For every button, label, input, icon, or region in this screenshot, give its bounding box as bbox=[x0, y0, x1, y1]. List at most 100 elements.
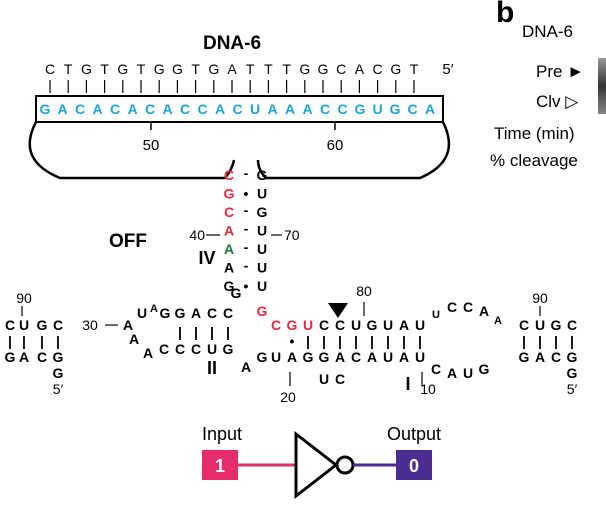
number-20: 20 bbox=[280, 389, 296, 405]
rna-nt-15: A bbox=[302, 101, 312, 117]
nt-c16: G bbox=[231, 285, 242, 301]
dna-nt-12: T bbox=[264, 61, 273, 77]
rna-nt-20: G bbox=[390, 101, 401, 117]
time-label: Time (min) bbox=[494, 124, 575, 143]
dna-nt-10: A bbox=[227, 61, 237, 77]
logic-gate: Input Output 1 0 bbox=[202, 424, 441, 500]
nt-c34: G bbox=[257, 349, 268, 365]
nt-c17: A bbox=[241, 359, 251, 375]
panel-b-title: DNA-6 bbox=[522, 22, 574, 41]
rna-nt-22: A bbox=[425, 101, 435, 117]
stem-iv-pair-6: • bbox=[244, 278, 249, 294]
nt-c20: G bbox=[287, 317, 298, 333]
pair-c7: | bbox=[322, 333, 326, 349]
stem-ii-label: II bbox=[207, 358, 217, 378]
input-box bbox=[202, 450, 238, 480]
output-label: Output bbox=[387, 424, 441, 444]
stem-iv-pair-1: • bbox=[244, 186, 249, 202]
pair-c13: | bbox=[418, 333, 422, 349]
rna-nt-9: C bbox=[197, 101, 207, 117]
clv-label-text: Clv bbox=[536, 92, 561, 111]
pair-l4: | bbox=[56, 333, 60, 349]
rna-nt-19: U bbox=[372, 101, 382, 117]
nt-c36: A bbox=[287, 349, 297, 365]
stem-iv-left-1: G bbox=[224, 186, 235, 202]
nt-l7: C bbox=[37, 349, 47, 365]
pair-c9: | bbox=[354, 333, 358, 349]
dna-nt-7: G bbox=[172, 61, 183, 77]
pre-label-text: Pre bbox=[536, 62, 563, 81]
dna-nt-18: C bbox=[373, 61, 383, 77]
stem-iv-pair-3: - bbox=[244, 221, 249, 237]
input-label: Input bbox=[202, 424, 242, 444]
rna-nt-7: A bbox=[162, 101, 172, 117]
nt-c18: G bbox=[257, 303, 268, 319]
position-50: 50 bbox=[143, 137, 160, 154]
nt-c7: C bbox=[207, 305, 217, 321]
stem-iv-pair-4: - bbox=[244, 239, 249, 255]
dna-nt-5: T bbox=[137, 61, 146, 77]
nt-c9: A bbox=[129, 331, 139, 347]
stem-iv-left-6: G bbox=[224, 278, 235, 294]
nt-r6: A bbox=[535, 349, 545, 365]
nt-c1: A bbox=[123, 317, 133, 333]
nt-c41: A bbox=[367, 349, 377, 365]
rna-nt-10: A bbox=[215, 101, 225, 117]
nt-c30: C bbox=[447, 299, 457, 315]
nt-l8: G bbox=[53, 349, 64, 365]
pair-r3: | bbox=[554, 333, 558, 349]
nt-r1: C bbox=[519, 317, 529, 333]
nt-c46: A bbox=[447, 365, 457, 381]
stem-iv-right-1: U bbox=[257, 186, 267, 202]
nt-c6: A bbox=[191, 305, 201, 321]
nt-c40: C bbox=[351, 349, 361, 365]
nt-c22: C bbox=[319, 317, 329, 333]
nt-c19: C bbox=[271, 317, 281, 333]
clv-arrow-icon: ▷ bbox=[565, 92, 579, 111]
stem-iv-left-5: A bbox=[224, 260, 234, 276]
nt-c13: C bbox=[191, 341, 201, 357]
stem-iv-right-3: U bbox=[257, 223, 267, 239]
nt-c2: U bbox=[137, 305, 147, 321]
nt-c3: A bbox=[150, 303, 158, 315]
dna-nt-2: G bbox=[81, 61, 92, 77]
dna-nt-11: T bbox=[246, 61, 255, 77]
core-region: 30 A U A G G A C C A A C C C U G | | | |… bbox=[82, 283, 502, 405]
pre-label: Pre ► bbox=[536, 62, 584, 82]
number-40: 40 bbox=[189, 227, 205, 243]
clv-label: Clv ▷ bbox=[536, 92, 578, 112]
stem-iv-pair-0: - bbox=[244, 165, 249, 181]
rna-nt-8: C bbox=[180, 101, 190, 117]
nt-c37: G bbox=[303, 349, 314, 365]
nt-r5: G bbox=[519, 349, 530, 365]
stem-iv-right-4: U bbox=[257, 241, 267, 257]
dna-title: DNA-6 bbox=[203, 33, 261, 54]
number-90-right: 90 bbox=[532, 290, 548, 306]
rna-nt-17: C bbox=[337, 101, 347, 117]
nt-c47: U bbox=[463, 365, 473, 381]
pair-l1: | bbox=[8, 333, 12, 349]
pair-r2: | bbox=[538, 333, 542, 349]
nt-r3: G bbox=[551, 317, 562, 333]
nt-c38: G bbox=[319, 349, 330, 365]
rna-nt-2: C bbox=[75, 101, 85, 117]
pair-l3: | bbox=[40, 333, 44, 349]
dna-nt-8: T bbox=[191, 61, 200, 77]
rna-nt-6: C bbox=[145, 101, 155, 117]
dna-nt-4: G bbox=[117, 61, 128, 77]
nt-c24: U bbox=[351, 317, 361, 333]
nt-c4: G bbox=[160, 305, 171, 321]
nt-c49: U bbox=[319, 371, 329, 387]
dna-nt-15: G bbox=[318, 61, 329, 77]
five-prime-right: 5′ bbox=[567, 381, 578, 397]
number-10: 10 bbox=[420, 381, 436, 397]
number-90-left: 90 bbox=[16, 290, 32, 306]
number-70: 70 bbox=[284, 227, 300, 243]
panel-b-label: b bbox=[496, 0, 515, 29]
dna-5prime: 5′ bbox=[442, 61, 453, 78]
nt-l5: G bbox=[5, 349, 16, 365]
nt-c32: A bbox=[479, 303, 489, 319]
nt-l9: G bbox=[53, 365, 64, 381]
five-prime-left: 5′ bbox=[53, 381, 64, 397]
